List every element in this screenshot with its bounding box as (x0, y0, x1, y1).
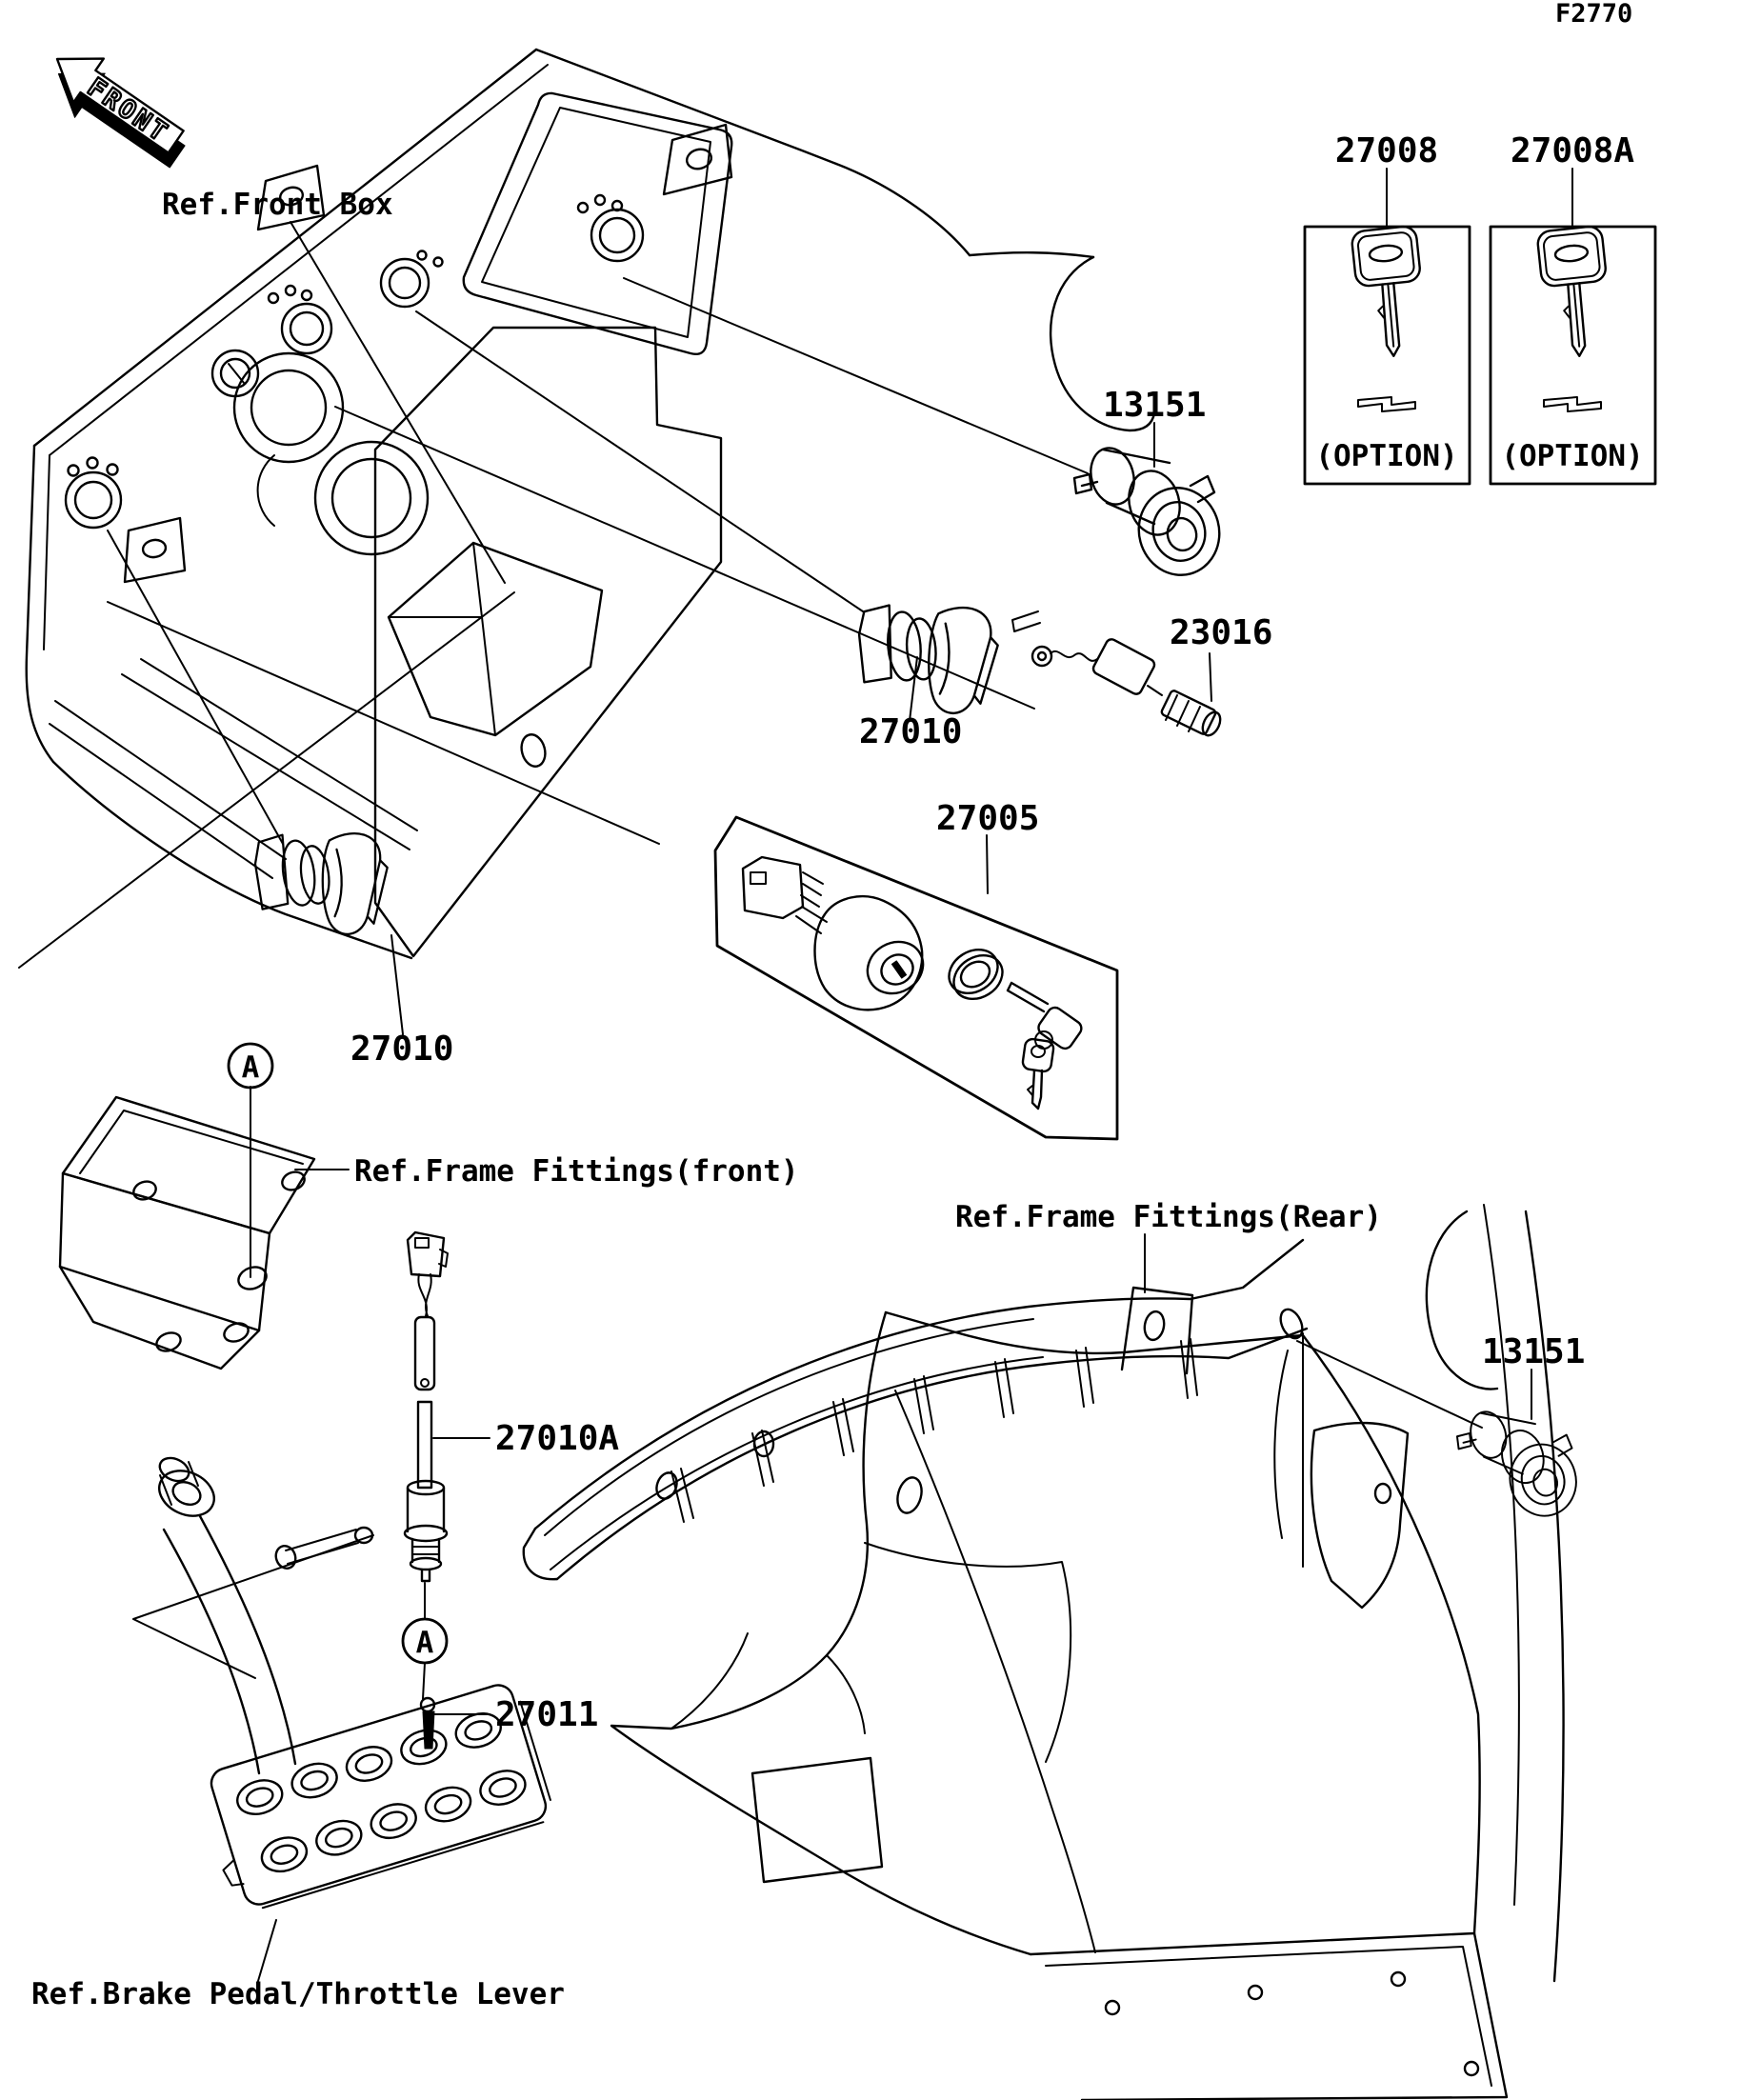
ignition-27005-group (713, 815, 1119, 1141)
ref-front-box: Ref.Front Box (162, 188, 393, 222)
pedal-pad (210, 1684, 551, 1910)
ref-frame-fittings-front: Ref.Frame Fittings(front) (354, 1154, 799, 1189)
ref-brake-pedal: Ref.Brake Pedal/Throttle Lever (31, 1977, 565, 2011)
label-option-1: (OPTION) (1315, 439, 1457, 473)
figure-code: F2770 (1555, 0, 1632, 29)
label-27008a: 27008A (1511, 131, 1634, 170)
label-27008: 27008 (1335, 131, 1438, 170)
ref-frame-fittings-rear: Ref.Frame Fittings(Rear) (955, 1200, 1382, 1234)
label-27005: 27005 (936, 799, 1039, 838)
ignition-boundary-box (713, 815, 1119, 1141)
key-27008-drawing (1351, 225, 1421, 357)
label-27010-mid: 27010 (859, 712, 962, 751)
frame-fitting-front-bracket (58, 1095, 316, 1370)
front-box-flap (387, 541, 604, 737)
callout-a-upper-label: A (242, 1050, 260, 1085)
brake-pedal-drawing (132, 1456, 551, 1910)
label-27010-lower: 27010 (350, 1030, 453, 1069)
label-27010a: 27010A (495, 1419, 619, 1458)
label-23016: 23016 (1170, 613, 1272, 652)
switch-27010-lower (253, 832, 389, 935)
label-13151-front: 13151 (1103, 386, 1206, 425)
key-27008a-drawing (1536, 225, 1607, 357)
key-blank-profile-icon (1357, 396, 1416, 412)
callout-a-lower-label: A (416, 1626, 434, 1660)
frame-fitting-rear (522, 1204, 1565, 2100)
callout-a-upper (227, 1042, 274, 1090)
callout-a-lower (401, 1617, 449, 1665)
switch-27010-mid (853, 601, 1001, 717)
diode-23016-drawing (1011, 610, 1222, 737)
label-option-2: (OPTION) (1501, 439, 1643, 473)
switch-assembly-27010a-drawing (403, 1230, 449, 1583)
panel-holes (64, 193, 645, 556)
leader-lines (250, 168, 1573, 1982)
key-blank-profile-icon (1543, 396, 1602, 412)
socket-13151-front (1072, 442, 1231, 586)
front-arrow: FRONT (55, 57, 186, 169)
label-13151-rear: 13151 (1482, 1332, 1585, 1371)
label-27011: 27011 (495, 1695, 598, 1734)
